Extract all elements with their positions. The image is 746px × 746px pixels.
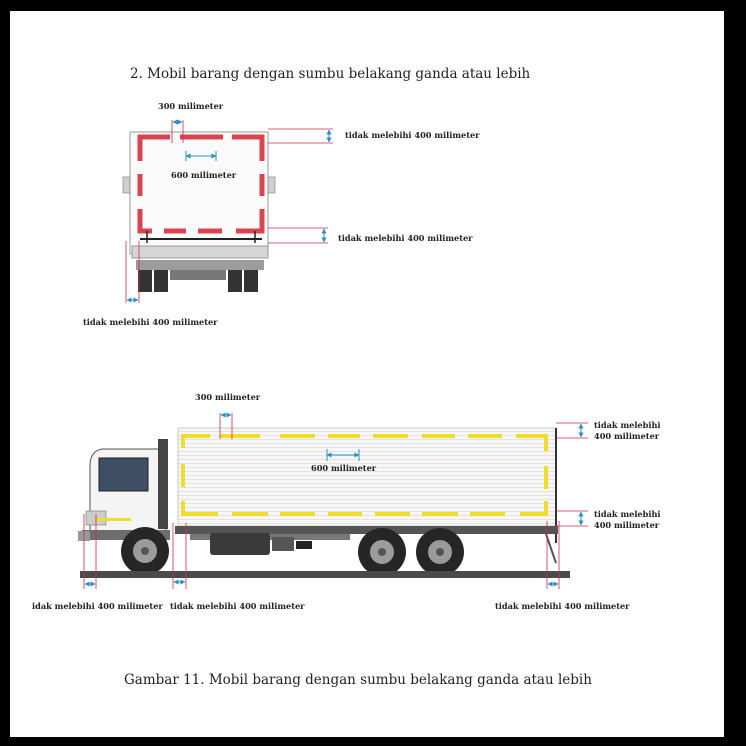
rear-wheel-1: [358, 528, 406, 576]
section-heading: 2. Mobil barang dengan sumbu belakang ga…: [130, 66, 531, 82]
side-bottom-right-label-line2: 400 milimeter: [594, 520, 660, 530]
rear-top-margin-label: tidak melebihi 400 milimeter: [345, 130, 480, 140]
side-inner-width-label: 600 milimeter: [311, 463, 377, 473]
rear-view-truck: [122, 131, 276, 292]
rear-top-spacing-label: 300 milimeter: [158, 101, 224, 111]
side-top-right-label-line2: 400 milimeter: [594, 431, 660, 441]
document-page: 2. Mobil barang dengan sumbu belakang ga…: [10, 11, 724, 737]
side-front-ground-label: idak melebihi 400 milimeter: [32, 601, 163, 611]
side-guide-lines: [83, 413, 588, 589]
reflective-marking-diagram: 2. Mobil barang dengan sumbu belakang ga…: [32, 66, 661, 688]
side-bottom-right-label-line1: tidak melebihi: [594, 509, 661, 519]
side-top-right-label-line1: tidak melebihi: [594, 420, 661, 430]
rear-inner-width-label: 600 milimeter: [171, 170, 237, 180]
side-view-truck: [78, 427, 570, 578]
rear-wheel-2: [416, 528, 464, 576]
rear-dimension-arrows: [126, 119, 332, 303]
side-mid-ground-label: tidak melebihi 400 milimeter: [170, 601, 305, 611]
rear-guide-lines: [125, 120, 333, 303]
figure-caption: Gambar 11. Mobil barang dengan sumbu bel…: [124, 672, 592, 688]
side-yellow-marking: [181, 434, 548, 516]
side-top-spacing-label: 300 milimeter: [195, 392, 261, 402]
rear-red-marking: [137, 134, 265, 234]
front-wheel: [121, 527, 169, 575]
rear-side-margin-label: tidak melebihi 400 milimeter: [83, 317, 218, 327]
rear-bottom-margin-label: tidak melebihi 400 milimeter: [338, 233, 473, 243]
side-dimension-arrows: [84, 412, 584, 587]
side-rear-ground-label: tidak melebihi 400 milimeter: [495, 601, 630, 611]
